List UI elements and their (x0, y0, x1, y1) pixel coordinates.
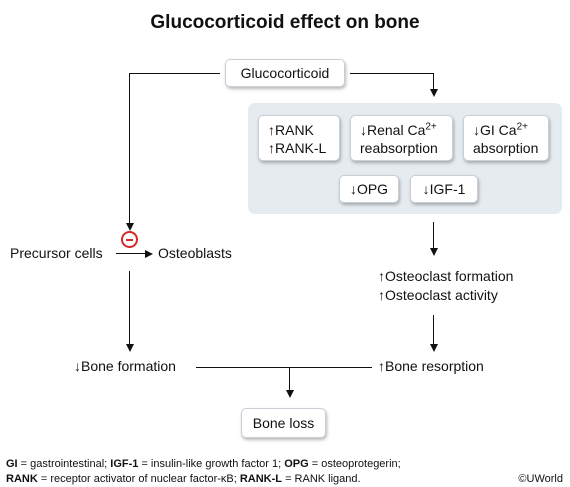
connector-osteoblasts-down (129, 271, 130, 345)
arrow-to-bone-formation (125, 344, 134, 352)
igf1-label: ↓IGF-1 (422, 181, 466, 197)
gi-calcium-label: ↓GI Ca (473, 122, 517, 138)
footnote-opg-def: = osteoprotegerin; (308, 458, 401, 470)
rankl-label: ↑RANK-L (268, 140, 327, 156)
renal-calcium-charge: 2+ (425, 121, 437, 133)
footnote-line-1: GI = gastrointestinal; IGF-1 = insulin-l… (6, 457, 401, 471)
bone-resorption-label: ↑Bone resorption (378, 358, 484, 374)
glucocorticoid-box: Glucocorticoid (225, 59, 345, 87)
inhibition-minus-icon (121, 231, 138, 248)
rank-label: ↑RANK (268, 122, 314, 138)
footnote-rankl-abbr: RANK-L (239, 473, 283, 485)
footnote-rankl-def: = RANK ligand. (282, 473, 361, 485)
bone-formation-label: ↓Bone formation (74, 358, 176, 374)
osteoclast-activity-label: ↑Osteoclast activity (378, 287, 498, 303)
footnote-igf-def: = insulin-like growth factor 1; (138, 458, 285, 470)
rank-box: ↑RANK ↑RANK-L (258, 115, 340, 161)
bone-loss-label: Bone loss (252, 415, 315, 431)
footnote-line-2: RANK = receptor activator of nuclear fac… (6, 472, 361, 486)
connector-bottom-horizontal (196, 367, 372, 368)
copyright-label: ©UWorld (518, 473, 563, 485)
connector-left-vertical (129, 73, 130, 224)
osteoblasts-label: Osteoblasts (158, 245, 232, 261)
connector-panel-down (433, 222, 434, 249)
connector-gluco-right (350, 73, 434, 74)
footnote-gi-def: = gastrointestinal; (17, 458, 111, 470)
footnote-igf-abbr: IGF-1 (110, 458, 139, 470)
gi-calcium-box: ↓GI Ca2+ absorption (463, 115, 549, 161)
connector-gluco-left (129, 73, 220, 74)
renal-reabsorption-label: reabsorption (360, 140, 438, 156)
diagram-title: Glucocorticoid effect on bone (150, 12, 420, 33)
arrow-to-osteoblasts (145, 249, 153, 258)
opg-label: ↓OPG (349, 181, 389, 197)
opg-box: ↓OPG (339, 175, 399, 203)
arrow-to-bone-loss (285, 390, 294, 398)
gi-absorption-label: absorption (473, 140, 539, 156)
arrow-to-osteoclast (429, 248, 438, 256)
bone-loss-box: Bone loss (241, 408, 326, 438)
arrow-to-bone-resorption (429, 344, 438, 352)
igf1-box: ↓IGF-1 (410, 175, 478, 203)
renal-calcium-label: ↓Renal Ca (360, 122, 426, 138)
osteoclast-formation-label: ↑Osteoclast formation (378, 268, 514, 284)
connector-to-bone-loss (289, 367, 290, 391)
connector-osteoclast-down (433, 315, 434, 345)
glucocorticoid-label: Glucocorticoid (240, 65, 330, 81)
footnote-gi-abbr: GI (6, 458, 18, 470)
connector-right-down (433, 73, 434, 89)
footnote-rank-def: = receptor activator of nuclear factor-κ… (37, 473, 240, 485)
arrow-into-osteoblast-path (125, 223, 134, 231)
connector-precursor-osteoblasts (116, 253, 146, 254)
footnote-rank-abbr: RANK (6, 473, 38, 485)
renal-calcium-box: ↓Renal Ca2+ reabsorption (350, 115, 453, 161)
precursor-cells-label: Precursor cells (10, 245, 103, 261)
arrow-into-panel (429, 89, 438, 97)
footnote-opg-abbr: OPG (284, 458, 309, 470)
gi-calcium-charge: 2+ (516, 121, 528, 133)
